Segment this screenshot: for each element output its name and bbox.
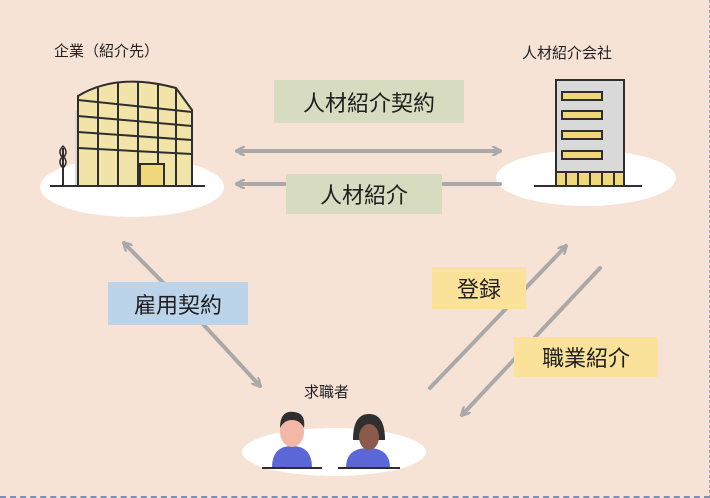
agency-building-icon	[534, 79, 642, 187]
job-introduction-tag: 職業紹介	[514, 337, 658, 377]
company-label: 企業（紹介先）	[54, 42, 160, 60]
company-building-icon	[50, 80, 205, 187]
agency-label: 人材紹介会社	[522, 44, 613, 62]
referral-tag: 人材紹介	[286, 174, 442, 214]
employment-contract-tag: 雇用契約	[108, 282, 248, 325]
registration-tag: 登録	[432, 267, 526, 309]
job-seekers-icon	[262, 411, 400, 469]
seekers-label: 求職者	[304, 383, 350, 401]
arrow-registration	[428, 244, 568, 390]
placement-contract-tag: 人材紹介契約	[274, 80, 464, 123]
frame-bottom-edge	[0, 496, 710, 498]
